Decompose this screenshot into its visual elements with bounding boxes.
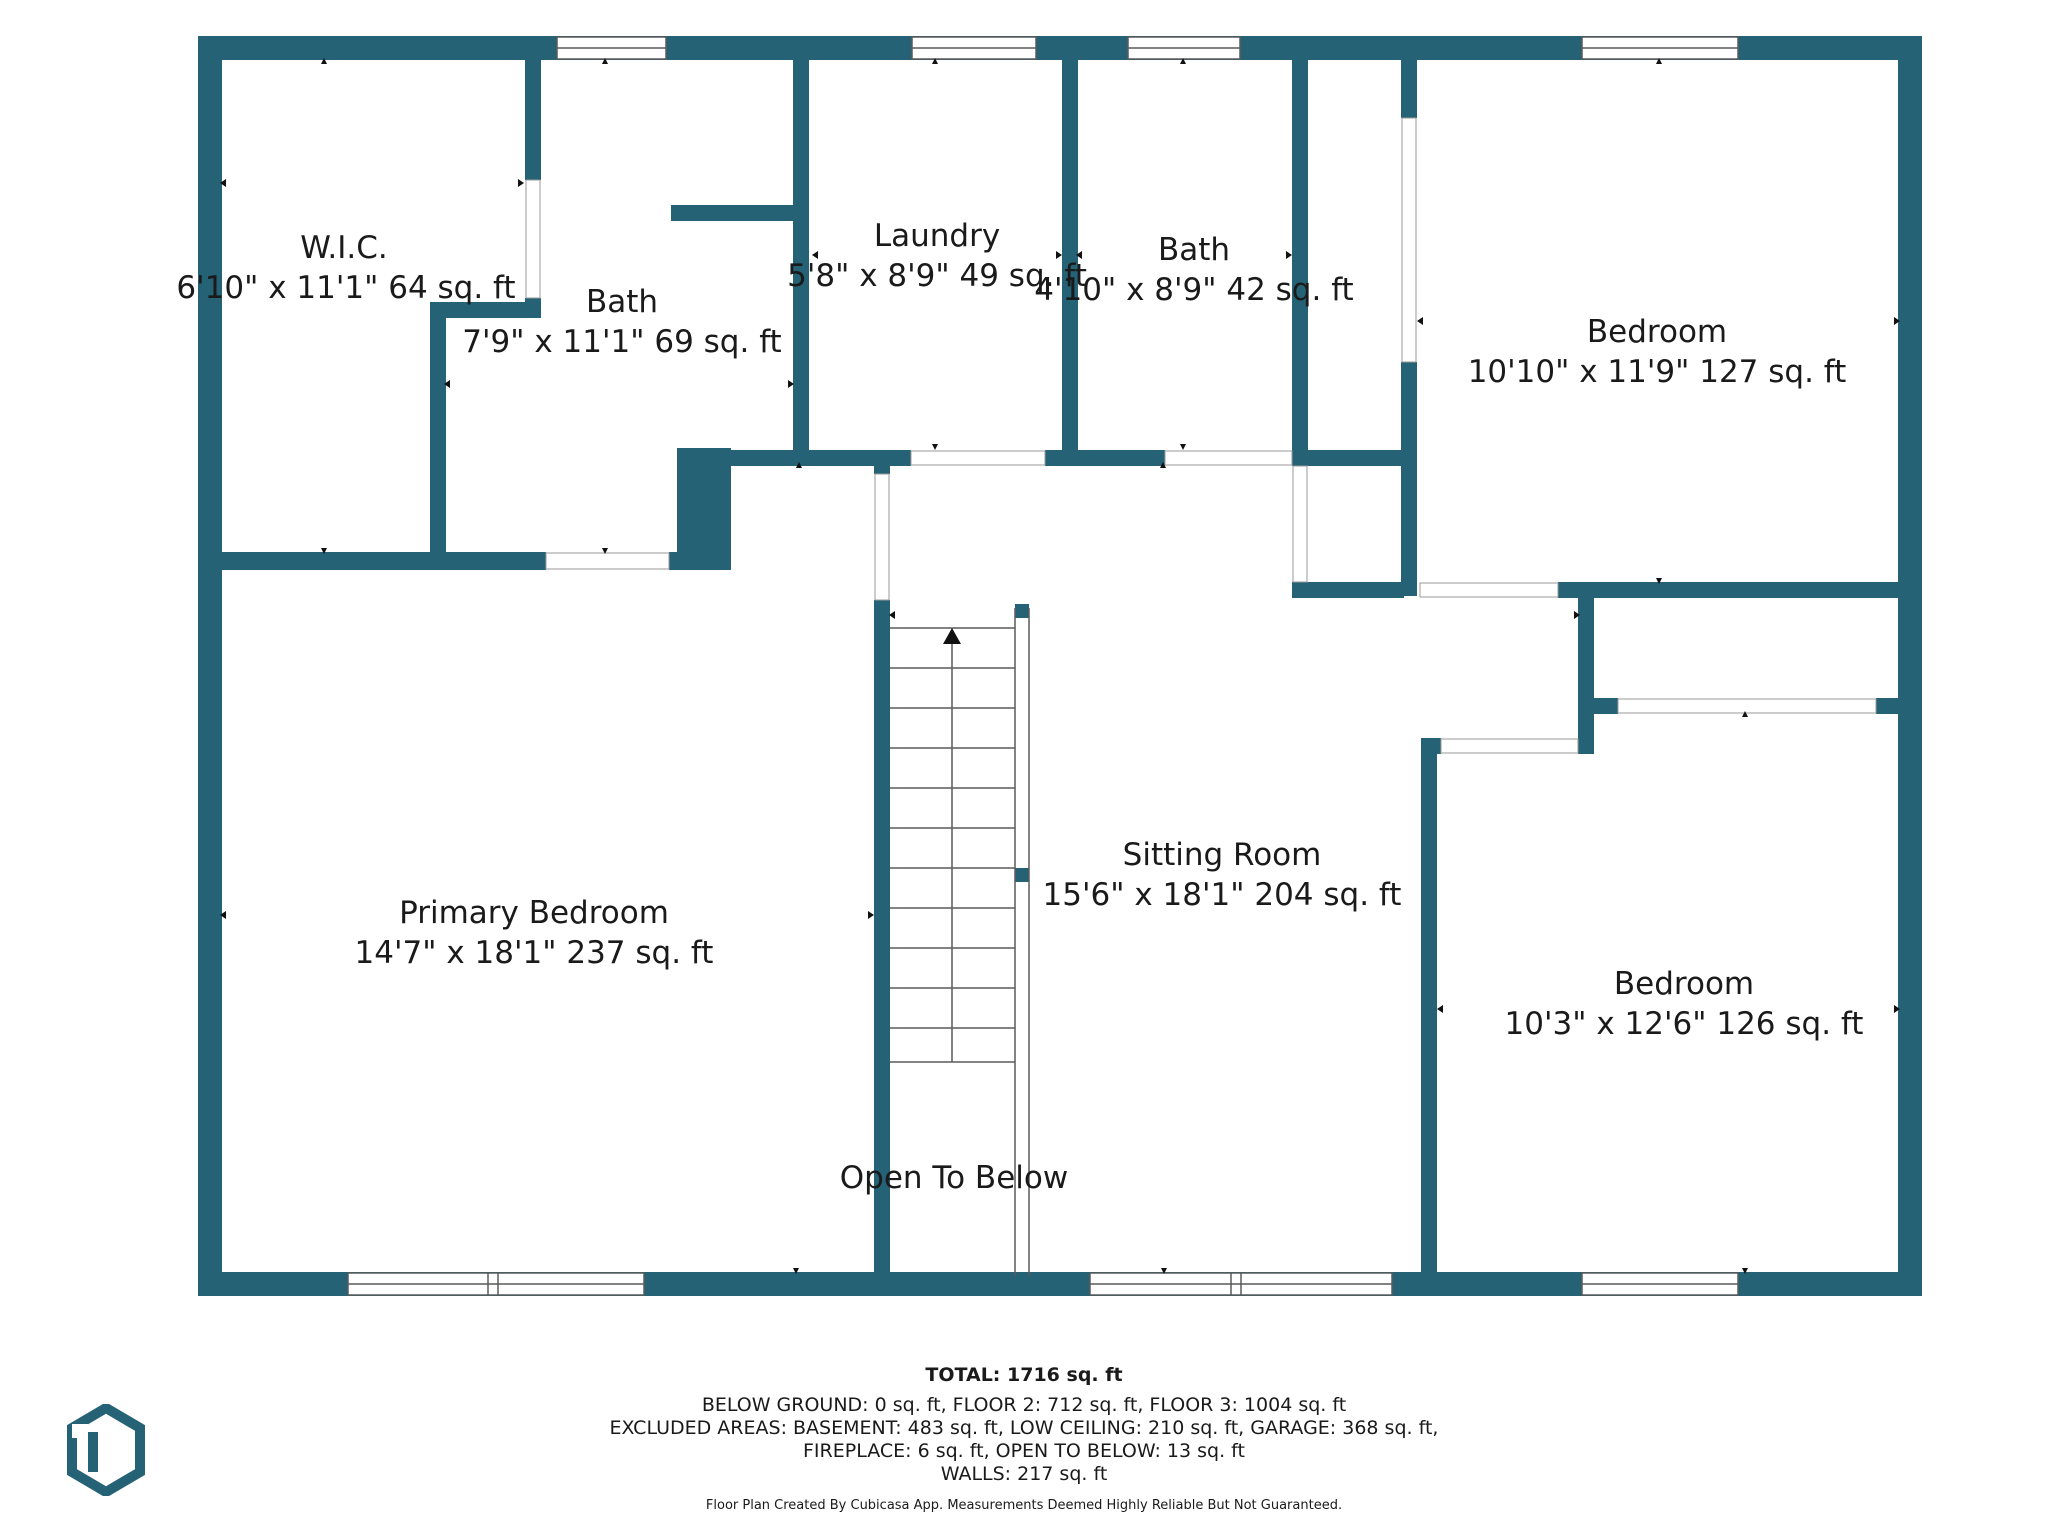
bath1-dims: 7'9" x 11'1" 69 sq. ft [462,324,781,360]
wall [1292,450,1412,466]
wall [1578,598,1594,754]
door-openings [525,117,1877,754]
wall [1401,362,1417,596]
wall [1421,738,1437,1278]
wall [430,302,446,564]
door-opening [525,179,541,299]
wall [1015,604,1029,618]
outer-wall-left [198,36,222,1296]
wall [727,450,911,466]
footer-credit: Floor Plan Created By Cubicasa App. Meas… [705,1498,1343,1513]
door-opening [1419,582,1559,598]
footer-line-1: BELOW GROUND: 0 sq. ft, FLOOR 2: 712 sq.… [701,1394,1347,1416]
dimension-ticks [220,58,1900,1274]
wall [525,52,541,180]
wall [1401,52,1417,118]
footer-line-4: WALLS: 217 sq. ft [940,1463,1108,1485]
primary-bedroom-name: Primary Bedroom [399,895,669,931]
wall [874,600,890,1278]
laundry-name: Laundry [874,218,1000,254]
door-opening [1401,117,1417,363]
footer-line-2: EXCLUDED AREAS: BASEMENT: 483 sq. ft, LO… [609,1417,1439,1439]
wall [793,52,809,462]
sitting-room-dims: 15'6" x 18'1" 204 sq. ft [1043,877,1402,913]
open-to-below-label: Open To Below [840,1160,1068,1196]
cubicasa-logo-icon [67,1404,145,1496]
wall [1062,52,1078,460]
bath2-dims: 4'10" x 8'9" 42 sq. ft [1034,272,1353,308]
bedroom1-name: Bedroom [1587,314,1727,350]
door-opening [1617,698,1877,714]
wall [1292,450,1308,464]
bath1-name: Bath [586,284,658,320]
wall [1015,868,1029,882]
primary-bedroom-dims: 14'7" x 18'1" 237 sq. ft [355,935,714,971]
wall [671,205,795,221]
laundry-dims: 5'8" x 8'9" 49 sq. ft [787,258,1087,294]
door-opening [1164,450,1293,466]
wall [874,462,890,474]
room-labels: W.I.C. 6'10" x 11'1" 64 sq. ft Bath 7'9"… [176,218,1863,1196]
wall [214,552,546,570]
door-opening [910,450,1046,466]
wall [1876,698,1908,714]
door-opening [545,552,670,570]
block [677,448,731,570]
wall [1558,582,1908,598]
wic-name: W.I.C. [300,230,387,266]
bedroom1-dims: 10'10" x 11'9" 127 sq. ft [1468,354,1847,390]
stairs [890,608,1030,1276]
wall [1292,52,1308,458]
footer-line-3: FIREPLACE: 6 sq. ft, OPEN TO BELOW: 13 s… [803,1440,1245,1462]
walls [198,36,1922,1296]
stairs-direction-arrow-icon [943,628,961,644]
bedroom2-dims: 10'3" x 12'6" 126 sq. ft [1505,1006,1864,1042]
bedroom2-name: Bedroom [1614,966,1754,1002]
wall [1578,738,1594,754]
wic-dims: 6'10" x 11'1" 64 sq. ft [176,270,515,306]
door-opening [1440,738,1579,754]
wall [1292,582,1404,598]
floor-plan: W.I.C. 6'10" x 11'1" 64 sq. ft Bath 7'9"… [176,36,1922,1296]
bath2-name: Bath [1158,232,1230,268]
sitting-room-name: Sitting Room [1123,837,1322,873]
outer-wall-right [1898,36,1922,1296]
wall [1578,698,1618,714]
footer-total: TOTAL: 1716 sq. ft [925,1364,1123,1386]
door-opening [874,473,890,601]
door-opening [1292,465,1308,583]
wall [430,302,541,318]
windows [347,36,1739,1296]
